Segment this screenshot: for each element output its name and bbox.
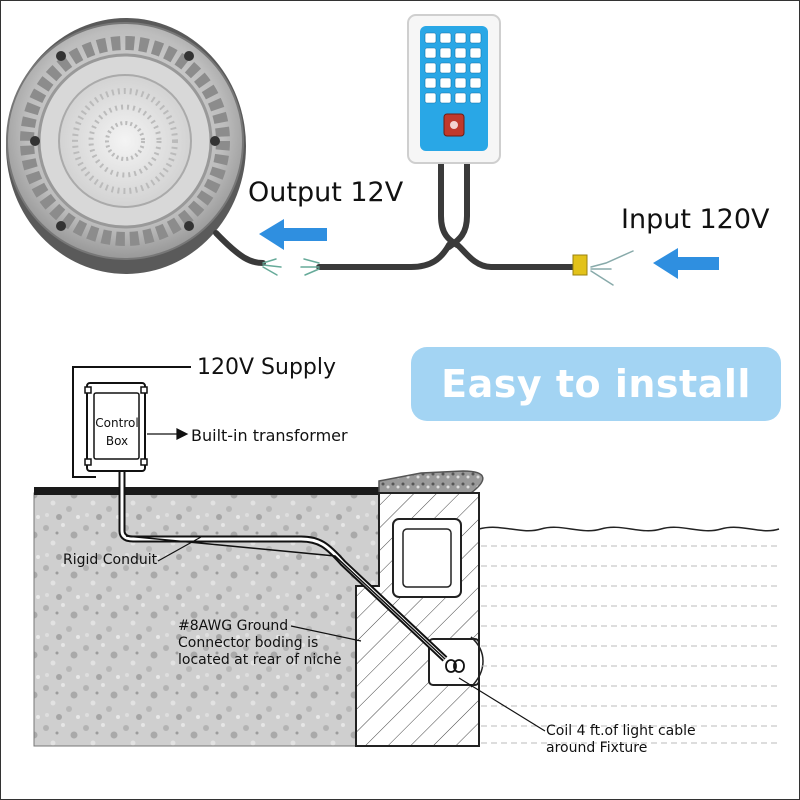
control-box-label: Control Box [95,416,139,448]
pool-light-fixture [6,18,246,274]
easy-install-badge: Easy to install [411,347,781,421]
transformer-label: Built-in transformer [191,426,348,445]
output-voltage-label: Output 12V [248,177,404,208]
conduit-label: Rigid Conduit [63,552,158,568]
leader-lines [147,428,546,732]
remote-controller [407,14,501,164]
ground-connector-label: #8AWG Ground Connector boding is located… [178,618,342,668]
input-voltage-label: Input 120V [621,204,770,235]
cable-coil [445,659,465,673]
coil-label: Coil 4 ft.of light cable around Fixture [546,723,696,756]
pool-water [478,526,780,744]
supply-label: 120V Supply [197,355,337,380]
pool-coping [378,470,484,494]
control-box [84,382,148,472]
cables [213,158,634,286]
light-niche [392,518,462,598]
wire-connector [572,254,588,276]
power-button-icon [443,113,465,137]
supply-wire [72,366,191,478]
left-arrow-icon [259,219,327,250]
left-arrow-icon [653,248,719,279]
grass-edge [34,487,379,495]
